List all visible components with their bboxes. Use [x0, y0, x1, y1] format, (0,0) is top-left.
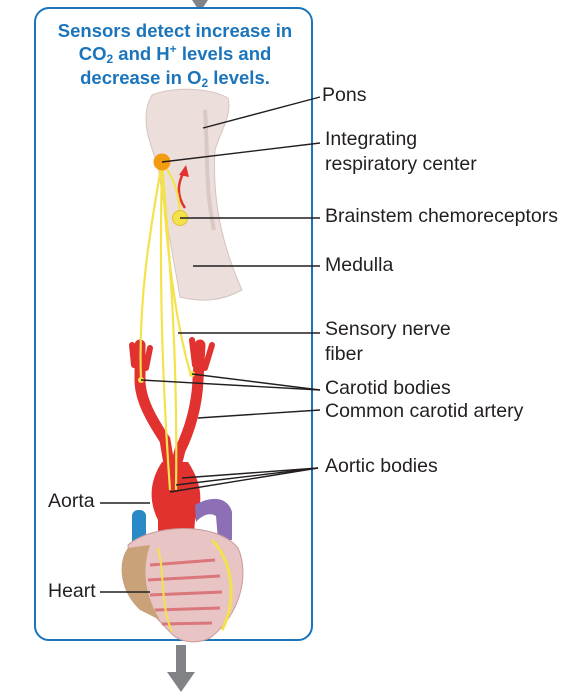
top-flow-arrow [192, 0, 208, 12]
panel-title: Sensors detect increase in CO2 and H+ le… [57, 20, 293, 90]
label-sensory-line1: Sensory nerve [325, 318, 451, 340]
label-medulla: Medulla [325, 254, 394, 276]
label-brainstem-chemoreceptors: Brainstem chemoreceptors [325, 205, 559, 227]
label-common-carotid-artery: Common carotid artery [325, 400, 524, 422]
heart [121, 528, 244, 643]
label-aorta: Aorta [48, 490, 95, 512]
label-pons: Pons [322, 84, 367, 106]
label-aortic-bodies: Aortic bodies [325, 455, 438, 477]
label-carotid-bodies: Carotid bodies [325, 377, 451, 399]
label-heart: Heart [48, 580, 96, 602]
label-sensory-line2: fiber [325, 343, 363, 365]
bottom-flow-arrow [167, 645, 195, 692]
leader-lines [100, 96, 321, 593]
label-integrating-line2: respiratory center [325, 153, 477, 175]
label-integrating-line1: Integrating [325, 128, 418, 150]
